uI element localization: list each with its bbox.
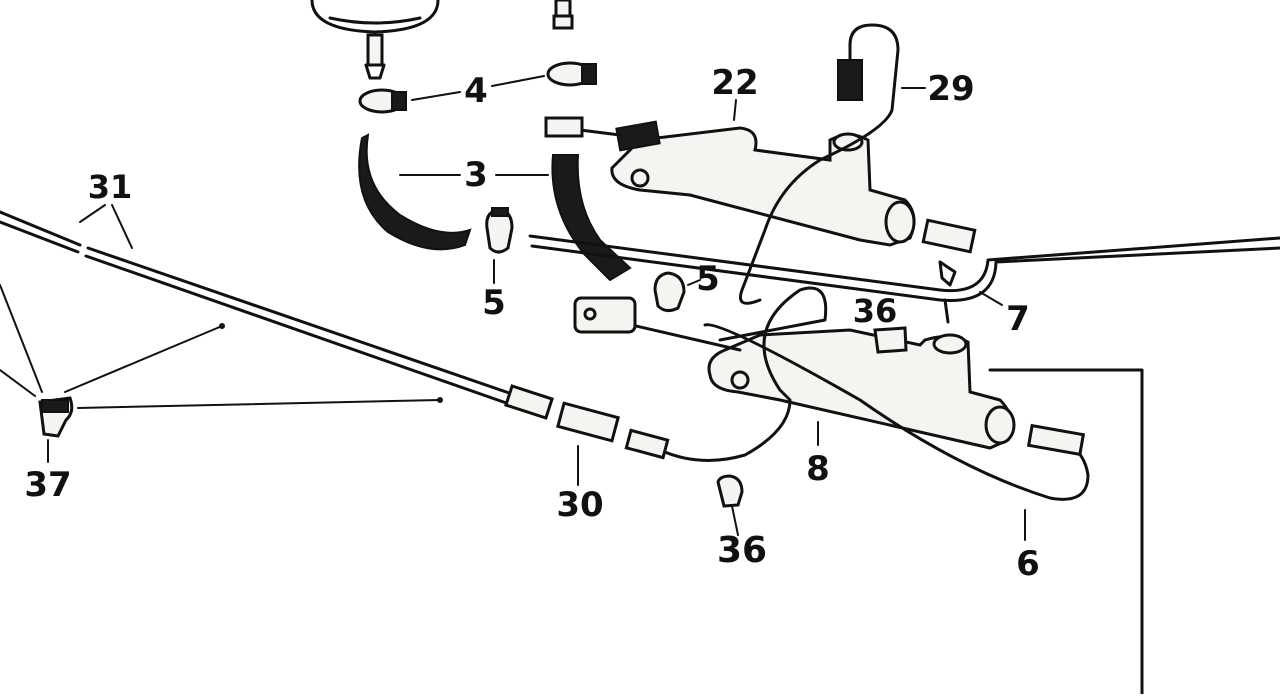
callout-8: 8 xyxy=(806,449,830,489)
callout-22: 22 xyxy=(711,63,758,103)
reservoir xyxy=(310,0,440,80)
clip-37 xyxy=(38,396,74,438)
clip-5-left xyxy=(485,207,514,254)
fitting-top xyxy=(552,0,574,30)
callout-7: 7 xyxy=(1006,299,1030,339)
hose-right xyxy=(551,154,632,282)
callout-30: 30 xyxy=(556,485,603,525)
master-cylinder-upper xyxy=(544,116,916,247)
clip-36-lower xyxy=(716,474,744,508)
brake-pipe-6 xyxy=(703,323,1090,501)
clip-36-upper xyxy=(873,326,908,354)
callout-37: 37 xyxy=(24,465,71,505)
hose-clip-right xyxy=(546,61,597,87)
brake-pipe-7 xyxy=(528,234,1280,293)
callout-29: 29 xyxy=(927,69,974,109)
callout-31: 31 xyxy=(88,168,133,206)
frame-line xyxy=(988,368,1144,696)
callout-6: 6 xyxy=(1016,544,1040,584)
callout-5-left: 5 xyxy=(482,283,506,323)
clip-5-right xyxy=(653,271,686,313)
callout-36-lower: 36 xyxy=(717,530,767,571)
brake-pipe-29 xyxy=(739,23,900,305)
hose-left xyxy=(358,133,472,251)
hose-clip-left xyxy=(358,88,407,114)
callout-3: 3 xyxy=(464,155,488,195)
callout-36-upper: 36 xyxy=(853,292,898,330)
leader-lines xyxy=(0,75,1026,541)
callout-4: 4 xyxy=(464,71,488,111)
callout-5-right: 5 xyxy=(696,259,720,299)
rod-assembly xyxy=(0,210,620,443)
brake-pipe-8 xyxy=(658,286,828,462)
